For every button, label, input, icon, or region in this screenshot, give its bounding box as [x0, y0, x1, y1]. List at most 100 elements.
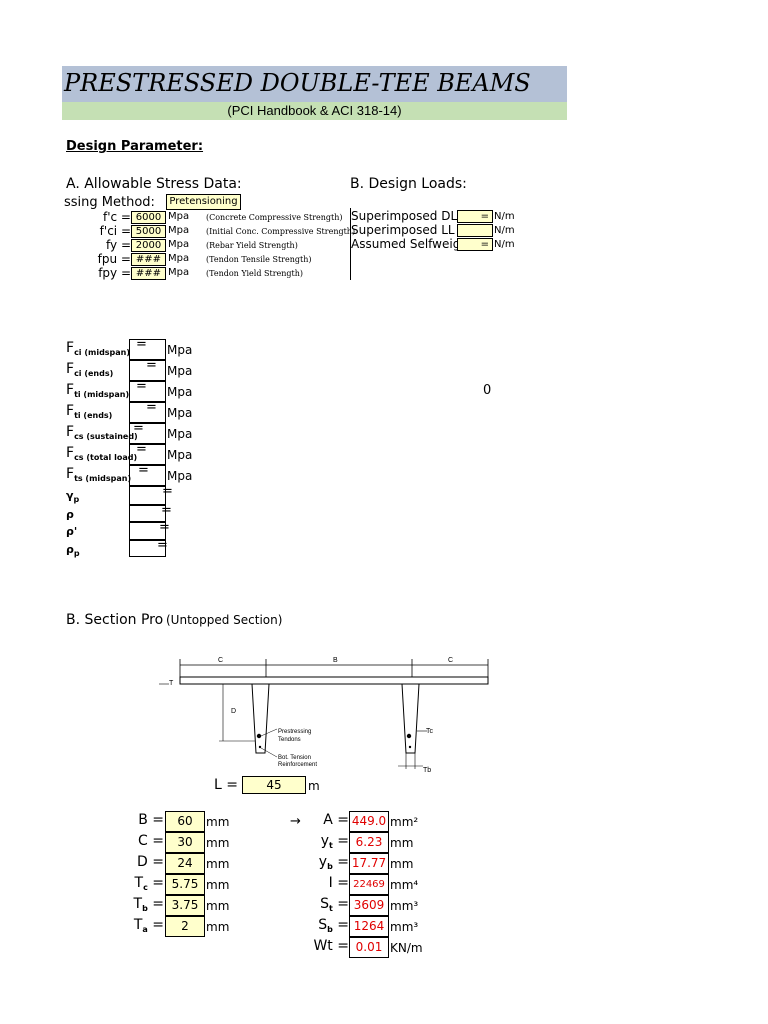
stress-label-sub: p [73, 495, 80, 504]
stress-label: γp [66, 489, 79, 504]
stress-label: ρp [66, 543, 80, 558]
stress-value-cell[interactable] [129, 522, 166, 540]
property-label-sub: t [328, 841, 333, 850]
dimension-input[interactable]: 30 [165, 832, 205, 853]
stress-unit: Mpa [167, 469, 193, 483]
property-label: yb = [319, 854, 349, 871]
param-value-input[interactable]: 6000 [131, 211, 166, 224]
tendons-label-1: Prestressing [278, 729, 311, 735]
stress-label-sub: p [73, 549, 80, 558]
design-parameter-heading: Design Parameter: [66, 139, 204, 154]
stress-value-cell[interactable] [129, 486, 166, 505]
stress-value-cell[interactable] [129, 402, 166, 423]
param-note: (Initial Conc. Compressive Strength) [206, 227, 356, 236]
allowable-stress-heading: A. Allowable Stress Data: [66, 176, 242, 192]
property-value: 449.0 [349, 811, 389, 832]
stress-eq: = [162, 484, 173, 499]
dimension-unit: mm [206, 857, 230, 871]
load-input[interactable]: = [457, 210, 493, 223]
stress-value-cell[interactable] [129, 339, 166, 360]
dimension-label-main: T [134, 875, 144, 891]
property-value: 0.01 [349, 937, 389, 958]
stress-eq: = [136, 442, 147, 457]
property-unit: KN/m [390, 941, 423, 955]
dimension-input[interactable]: 5.75 [165, 874, 205, 895]
result-arrow: → [290, 814, 301, 829]
dimension-eq: = [147, 833, 164, 849]
dimension-label: B = [138, 812, 164, 829]
property-unit: mm⁴ [390, 878, 419, 892]
property-label: A = [323, 812, 349, 829]
param-note: (Rebar Yield Strength) [206, 241, 298, 250]
zero-value: 0 [483, 383, 492, 398]
param-unit: Mpa [168, 211, 190, 222]
stress-label-main: F [66, 466, 75, 482]
param-note: (Tendon Tensile Strength) [206, 255, 312, 264]
dimension-input[interactable]: 24 [165, 853, 205, 874]
dimension-label-sub: a [142, 925, 148, 934]
stress-value-cell[interactable] [129, 444, 166, 465]
stress-label-main: ρ' [66, 525, 78, 538]
length-unit: m [308, 779, 320, 793]
param-label: fpu = [97, 252, 131, 266]
param-unit: Mpa [168, 225, 190, 236]
dimension-label: Ta = [134, 917, 164, 934]
dim-tb: Tb [423, 767, 431, 774]
property-label-main: Wt [313, 938, 333, 954]
stress-eq: = [157, 538, 168, 553]
dimension-label-main: D [137, 854, 148, 870]
tendons-label-2: Tendons [278, 737, 301, 743]
dimension-input[interactable]: 3.75 [165, 895, 205, 916]
param-unit: Mpa [168, 253, 190, 264]
param-value-input[interactable]: ### [131, 253, 166, 266]
stress-eq: = [159, 520, 170, 535]
stress-value-cell[interactable] [129, 505, 166, 522]
dimension-eq: = [147, 854, 164, 870]
stress-label-sub: ci (ends) [74, 369, 114, 378]
dimension-unit: mm [206, 815, 230, 829]
method-select[interactable]: Pretensioning [166, 194, 241, 210]
dimension-input[interactable]: 60 [165, 811, 205, 832]
stress-label: ρ' [66, 525, 77, 540]
stress-value-cell[interactable] [129, 360, 166, 381]
property-label-main: A [323, 812, 333, 828]
param-label: fy = [106, 238, 131, 252]
dimension-label: D = [137, 854, 164, 871]
property-eq: = [332, 812, 349, 828]
stress-value-cell[interactable] [129, 465, 166, 486]
stress-label-main: F [66, 340, 75, 356]
property-label: yt = [321, 833, 349, 850]
stress-value-cell[interactable] [129, 381, 166, 402]
property-label: St = [320, 896, 349, 913]
param-value-input[interactable]: 2000 [131, 239, 166, 252]
length-input[interactable]: 45 [242, 776, 306, 794]
property-eq: = [332, 896, 349, 912]
stress-label: Fcs (sustained) [66, 424, 138, 441]
dim-d-side: D [231, 708, 236, 715]
stress-value-cell[interactable] [129, 423, 166, 444]
stress-label: Fci (ends) [66, 361, 113, 378]
dimension-label: Tc = [135, 875, 165, 892]
dimension-input[interactable]: 2 [165, 916, 205, 937]
property-label-main: y [318, 854, 328, 870]
dimension-unit: mm [206, 878, 230, 892]
stress-unit: Mpa [167, 364, 193, 378]
stress-label-main: F [66, 424, 75, 440]
param-note: (Tendon Yield Strength) [206, 269, 304, 278]
stress-unit: Mpa [167, 385, 193, 399]
loads-divider [350, 208, 351, 280]
param-label: f'c = [103, 210, 131, 224]
page-title: PRESTRESSED DOUBLE-TEE BEAMS [64, 69, 531, 97]
stress-value-cell[interactable] [129, 540, 166, 557]
load-input[interactable]: = [457, 238, 493, 251]
stress-label-main: γ [66, 489, 74, 502]
property-label: Sb = [318, 917, 349, 934]
param-value-input[interactable]: ### [131, 267, 166, 280]
design-loads-heading: B. Design Loads: [350, 176, 467, 192]
param-value-input[interactable]: 5000 [131, 225, 166, 238]
load-input[interactable] [457, 224, 493, 237]
dimension-unit: mm [206, 836, 230, 850]
dimension-label-sub: c [143, 883, 148, 892]
property-label-main: I [328, 875, 333, 891]
param-label: f'ci = [99, 224, 131, 238]
